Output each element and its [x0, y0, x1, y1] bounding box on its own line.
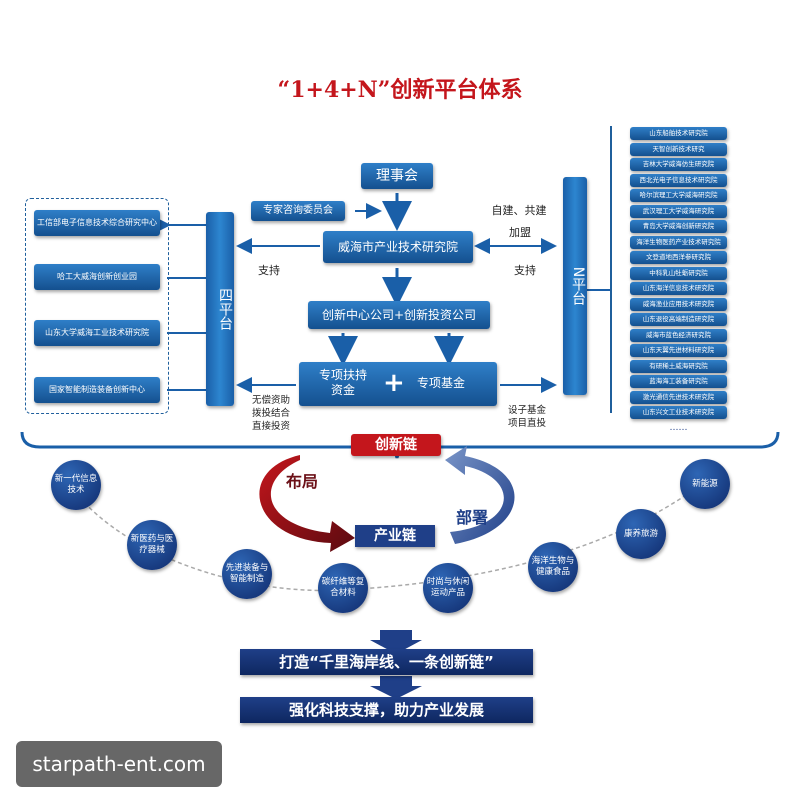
bracket [20, 431, 780, 459]
n-platform-bar: N平台 [563, 177, 587, 395]
n-platform-list [610, 126, 732, 413]
industry-circle: 康养旅游 [616, 509, 666, 559]
n-platform-item: 西北光电子信息技术研究院 [630, 173, 727, 187]
council-box: 理事会 [361, 163, 433, 189]
deploy-arrow [445, 446, 515, 544]
watermark: starpath-ent.com [16, 741, 222, 787]
layout-arrow [259, 455, 355, 552]
special-fund-label: 专项基金 [417, 376, 466, 390]
join-text: 加盟 [509, 226, 531, 239]
n-platform-item: 威海市蓝色经济研究院 [630, 328, 727, 342]
banner-coastline: 打造“千里海岸线、一条创新链” [240, 649, 533, 675]
page-title: “1+4+N”创新平台体系 [277, 77, 523, 103]
left-bottom-note: 无偿资助 拨投结合 直接投资 [251, 395, 290, 432]
n-platform-item: 山东海洋信息技术研究院 [630, 282, 727, 295]
n-platform-label: N平台 [570, 266, 586, 306]
n-platform-item: 吉林大学威海仿生研究院 [630, 158, 727, 171]
fund-box: 专项扶持 资金 + 专项基金 [299, 362, 497, 406]
industry-circle: 碳纤维等复合材料 [318, 563, 368, 613]
n-platform-item: 威海渔业应用技术研究院 [630, 297, 727, 311]
industry-circle: 海洋生物与健康食品 [528, 542, 578, 592]
n-platform-item: …… [669, 422, 688, 433]
industry-circle: 新一代信息技术 [51, 460, 101, 510]
left-item: 工信部电子信息技术综合研究中心 [34, 210, 160, 236]
n-platform-item: 海洋生物医药产业技术研究院 [630, 235, 727, 249]
n-platform-item: 中科乳山牡蛎研究院 [630, 266, 727, 280]
deploy-label: 部署 [456, 508, 489, 527]
special-support-label: 专项扶持 资金 [318, 368, 367, 397]
n-platform-item: 哈尔滨理工大学威海研究院 [630, 189, 727, 202]
left-item: 哈工大威海创新创业园 [34, 264, 160, 290]
n-platform-item: 文登道地西洋参研究院 [630, 251, 727, 264]
n-platform-item: 山东退役高端制造研究院 [630, 313, 727, 326]
n-platform-item: 山东兴文工业技术研究院 [630, 406, 727, 419]
industry-circle: 新能源 [680, 459, 730, 509]
industry-chain-label: 产业链 [355, 525, 435, 547]
company-box: 创新中心公司+创新投资公司 [308, 301, 490, 329]
n-platform-item: 天智创新技术研究 [630, 142, 727, 156]
left-item: 山东大学威海工业技术研究院 [34, 320, 160, 346]
n-platform-item: 山东天翼先进材料研究院 [630, 344, 727, 357]
industry-circle: 先进装备与智能制造 [222, 549, 272, 599]
n-platform-item: 蓝海海工装备研究院 [630, 375, 727, 388]
right-support-text: 支持 [514, 264, 536, 277]
layout-label: 布局 [286, 472, 319, 491]
four-platform-bar: 四平台 [206, 212, 234, 406]
left-item: 国家智能制造装备创新中心 [34, 377, 160, 403]
n-platform-item: 激光通信先进技术研究院 [630, 390, 727, 404]
n-platform-item: 有研稀土威海研究院 [630, 359, 727, 373]
industry-circle: 时尚与休闲运动产品 [423, 563, 473, 613]
innovation-chain-label: 创新链 [351, 434, 441, 456]
n-platform-item: 山东船舶技术研究院 [630, 127, 727, 140]
industry-circle: 新医药与医疗器械 [127, 520, 177, 570]
plus-sign: + [383, 368, 405, 398]
self-build-text: 自建、共建 [491, 204, 547, 217]
banner-support: 强化科技支撑，助力产业发展 [240, 697, 533, 723]
down-arrow-1 [370, 630, 422, 654]
four-platform-label: 四平台 [217, 288, 233, 330]
n-platform-item: 青岛大学威海创新研究院 [630, 220, 727, 233]
institute-box: 威海市产业技术研究院 [323, 231, 473, 263]
n-platform-item: 武汉理工大学威海研究院 [630, 204, 727, 218]
expert-box: 专家咨询委员会 [251, 201, 345, 221]
down-arrow-2 [370, 676, 422, 699]
right-bottom-note: 设子基金 项目直投 [507, 405, 546, 429]
left-platform-group [25, 198, 169, 414]
left-support-text: 支持 [258, 264, 280, 277]
